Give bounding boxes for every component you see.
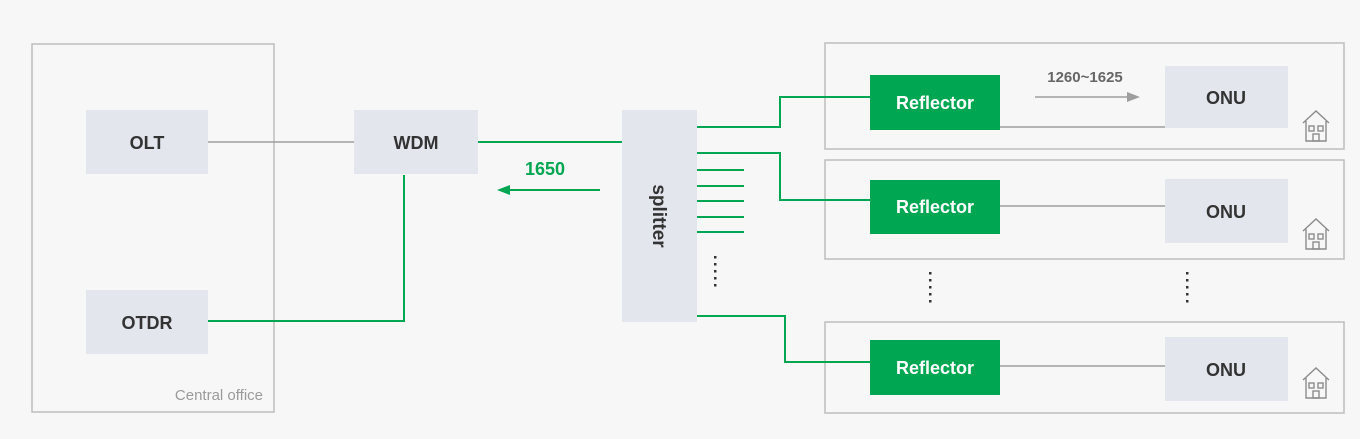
splitter-label: splitter <box>648 184 669 248</box>
onu-label-3: ONU <box>1206 360 1246 380</box>
upstream-wavelength-label: 1650 <box>525 159 565 179</box>
home-box-3 <box>824 321 1345 414</box>
otdr-box <box>86 290 208 354</box>
splitter-branch-2 <box>697 152 870 201</box>
arrow-left-icon <box>497 185 600 195</box>
onu-label-2: ONU <box>1206 202 1246 222</box>
splitter-ellipsis <box>714 256 717 287</box>
otdr-label: OTDR <box>122 313 173 333</box>
reflector-box-3 <box>870 340 1000 395</box>
arrow-right-icon <box>1035 92 1140 102</box>
splitter-branch-1 <box>697 96 870 128</box>
reflector-label-1: Reflector <box>896 93 974 113</box>
wdm-label: WDM <box>394 133 439 153</box>
reflector-label-3: Reflector <box>896 358 974 378</box>
onu-box-2 <box>1165 179 1288 243</box>
reflector-ellipsis <box>929 272 932 303</box>
reflector-box-1 <box>870 75 1000 130</box>
home-box-2 <box>824 159 1345 260</box>
olt-box <box>86 110 208 174</box>
central-office-box <box>31 43 275 413</box>
house-icon <box>1302 218 1330 250</box>
house-icon <box>1302 367 1330 399</box>
olt-label: OLT <box>130 133 165 153</box>
onu-box-3 <box>1165 337 1288 401</box>
reflector-label-2: Reflector <box>896 197 974 217</box>
reflector-box-2 <box>870 180 1000 234</box>
onu-box-1 <box>1165 66 1288 128</box>
otdr-wdm-fiber <box>208 175 405 322</box>
splitter-branch-3 <box>697 315 870 363</box>
onu-label-1: ONU <box>1206 88 1246 108</box>
downstream-wavelength-label: 1260~1625 <box>1047 69 1123 86</box>
central-office-label: Central office <box>175 387 263 404</box>
wdm-box <box>354 110 478 174</box>
splitter-box <box>622 110 697 322</box>
onu-ellipsis <box>1186 272 1189 303</box>
house-icon <box>1302 110 1330 142</box>
